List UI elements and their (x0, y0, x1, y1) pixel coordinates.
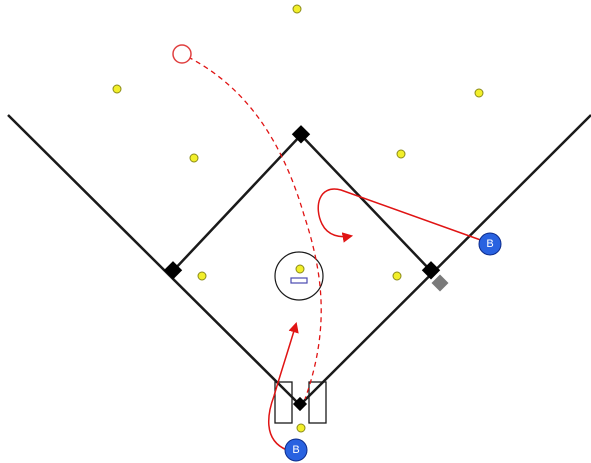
fielder-center (292, 4, 302, 14)
left-foul-line (7, 114, 301, 406)
batter-route (267, 321, 299, 451)
basepath-second-to-first (300, 134, 432, 272)
fielder-catcher (296, 423, 306, 433)
first-base (421, 261, 441, 280)
first-base-safety-bag (431, 274, 449, 292)
fielder-third-base (197, 271, 207, 281)
pitching-rubber (290, 277, 308, 284)
dashed-ball-path (187, 56, 322, 400)
runner-first: B (478, 232, 502, 256)
fielder-shortstop (189, 153, 199, 163)
second-base (291, 125, 311, 144)
fielder-first-base (392, 271, 402, 281)
first-runner-route (317, 188, 490, 244)
runner-first-label: B (486, 238, 493, 250)
batters-box-right (308, 381, 327, 424)
runner-first-marker (478, 232, 502, 256)
batters-box-left (274, 381, 293, 424)
right-foul-line (299, 114, 591, 406)
basepath-third-to-second (172, 134, 302, 272)
third-base (163, 261, 183, 280)
runner-home-marker (284, 438, 308, 462)
fielder-left (112, 84, 122, 94)
fielder-second-base (396, 149, 406, 159)
home-plate (292, 396, 308, 412)
pitchers-circle (274, 251, 324, 301)
runner-home-label: B (292, 444, 299, 456)
runner-home: B (284, 438, 308, 462)
fielder-pitcher (295, 264, 305, 274)
fielder-right (474, 88, 484, 98)
ghost-runner-marker (172, 44, 192, 64)
